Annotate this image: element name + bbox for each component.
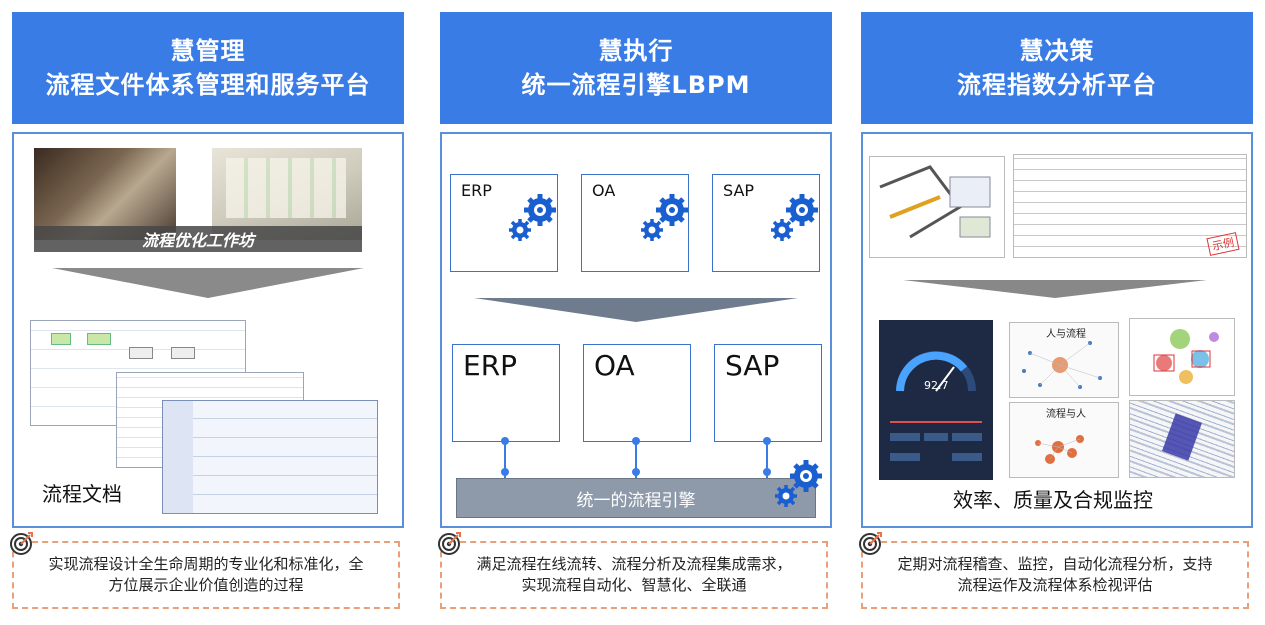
connector-dot [763, 437, 771, 445]
value-note: 实现流程设计全生命周期的专业化和标准化，全 方位展示企业价值创造的过程 [10, 532, 400, 609]
column-title: 慧执行 [598, 37, 674, 65]
system-box-oa-top: OA [581, 174, 689, 272]
target-icon [10, 532, 33, 555]
connector-dot [763, 468, 771, 476]
gear-icon [641, 194, 688, 241]
column-title: 慧决策 [1019, 37, 1095, 65]
column-subtitle: 流程指数分析平台 [957, 71, 1157, 99]
connector-line [504, 442, 506, 478]
monitoring-label: 效率、质量及合规监控 [953, 488, 1153, 512]
workshop-photo-right [212, 148, 362, 240]
gear-icon [509, 194, 556, 241]
column-decision: 慧决策 流程指数分析平台 示例 [859, 12, 1253, 612]
content-panel: 流程优化工作坊 流程文档 [12, 132, 404, 528]
process-flow-screenshot [869, 156, 1005, 258]
note-line-2: 流程运作及流程体系检视评估 [957, 576, 1153, 594]
workshop-caption: 流程优化工作坊 [141, 231, 254, 250]
word-cloud [1129, 400, 1235, 478]
system-box-sap: SAP [714, 344, 822, 442]
bubble-graphic [1153, 329, 1219, 384]
target-icon [859, 532, 882, 555]
process-people-graph: 流程与人 [1009, 402, 1119, 478]
gear-icon [771, 194, 818, 241]
bubble-chart [1129, 318, 1235, 396]
network-graphic [1022, 341, 1102, 389]
column-header: 慧管理 流程文件体系管理和服务平台 [12, 12, 404, 124]
value-note: 满足流程在线流转、流程分析及流程集成需求， 实现流程自动化、智慧化、全联通 [438, 532, 828, 609]
target-icon [438, 532, 461, 555]
note-line-1: 满足流程在线流转、流程分析及流程集成需求， [476, 555, 792, 573]
column-title: 慧管理 [170, 37, 246, 65]
connector-line [766, 442, 768, 478]
down-arrow-triangle [474, 298, 798, 322]
system-box-erp: ERP [452, 344, 560, 442]
workshop-caption-bar: 流程优化工作坊 [34, 226, 362, 252]
gauge-value: 92.7 [924, 379, 949, 392]
graph-title: 人与流程 [1046, 329, 1086, 340]
column-header: 慧决策 流程指数分析平台 [861, 12, 1253, 124]
column-subtitle: 统一流程引擎LBPM [521, 71, 751, 99]
value-note: 定期对流程稽查、监控，自动化流程分析，支持 流程运作及流程体系检视评估 [859, 532, 1249, 609]
connector-dot [501, 437, 509, 445]
column-management: 慧管理 流程文件体系管理和服务平台 流程优化工作坊 流程文档 [10, 12, 404, 612]
gauge-graphic [890, 351, 982, 461]
system-label: ERP [463, 349, 518, 382]
network-graphic [1035, 435, 1084, 464]
audit-table-screenshot: 示例 [1013, 154, 1247, 258]
system-label: OA [592, 181, 616, 200]
efficiency-dashboard: 92.7 [879, 320, 993, 480]
connector-dot [632, 468, 640, 476]
graph-title: 流程与人 [1046, 409, 1086, 420]
column-execution: 慧执行 统一流程引擎LBPM ERP OA SAP ERP [438, 12, 832, 612]
process-documents-label: 流程文档 [42, 482, 122, 506]
swimlane-document [162, 400, 378, 514]
content-panel: ERP OA SAP ERP OA SAP [440, 132, 832, 528]
connector-dot [501, 468, 509, 476]
content-panel: 示例 92.7 人与流程 [861, 132, 1253, 528]
engine-label: 统一的流程引擎 [576, 490, 696, 511]
people-process-graph: 人与流程 [1009, 322, 1119, 398]
system-label: ERP [461, 181, 492, 200]
gear-icon [775, 460, 822, 507]
column-subtitle: 流程文件体系管理和服务平台 [45, 71, 371, 99]
note-line-1: 定期对流程稽查、监控，自动化流程分析，支持 [897, 555, 1213, 573]
column-header: 慧执行 统一流程引擎LBPM [440, 12, 832, 124]
flow-graphic [879, 165, 991, 239]
process-engine-bar: 统一的流程引擎 [456, 478, 816, 518]
down-arrow-triangle [903, 280, 1207, 298]
connector-dot [632, 437, 640, 445]
system-label: OA [594, 349, 635, 382]
note-line-2: 实现流程自动化、智慧化、全联通 [521, 576, 747, 594]
system-box-oa: OA [583, 344, 691, 442]
connector-line [635, 442, 637, 478]
down-arrow-triangle [52, 268, 364, 298]
system-label: SAP [723, 181, 755, 200]
note-line-2: 方位展示企业价值创造的过程 [108, 576, 304, 594]
system-label: SAP [725, 349, 780, 382]
note-line-1: 实现流程设计全生命周期的专业化和标准化，全 [48, 555, 364, 573]
workshop-photo-left [34, 148, 176, 240]
